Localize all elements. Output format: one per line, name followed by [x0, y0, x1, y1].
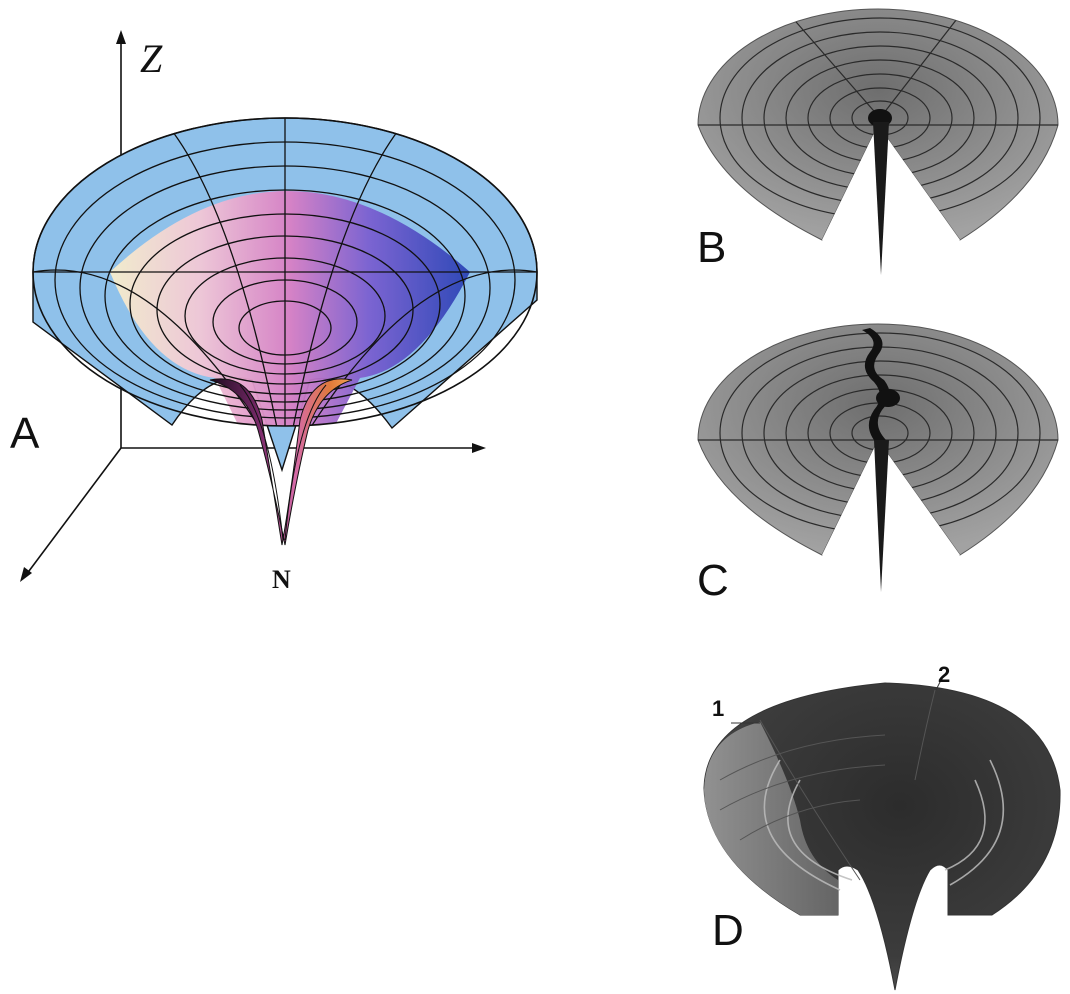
- apex-label: N: [272, 565, 291, 594]
- z-axis-label: Z: [140, 36, 163, 81]
- panel-a: Z: [10, 30, 537, 594]
- panel-b-label: B: [697, 223, 726, 272]
- panel-c-label: C: [697, 556, 729, 605]
- x-axis-arrowhead: [472, 443, 486, 453]
- marker-1-label: 1: [712, 696, 724, 721]
- panel-c: C: [697, 324, 1058, 605]
- panel-d-label: D: [712, 906, 744, 955]
- z-axis-arrowhead: [116, 30, 126, 44]
- panel-a-label: A: [10, 409, 40, 458]
- y-axis: [26, 448, 121, 575]
- panel-d: 1 2 D: [704, 662, 1060, 990]
- panel-b: B: [697, 9, 1058, 275]
- marker-2-label: 2: [938, 662, 950, 687]
